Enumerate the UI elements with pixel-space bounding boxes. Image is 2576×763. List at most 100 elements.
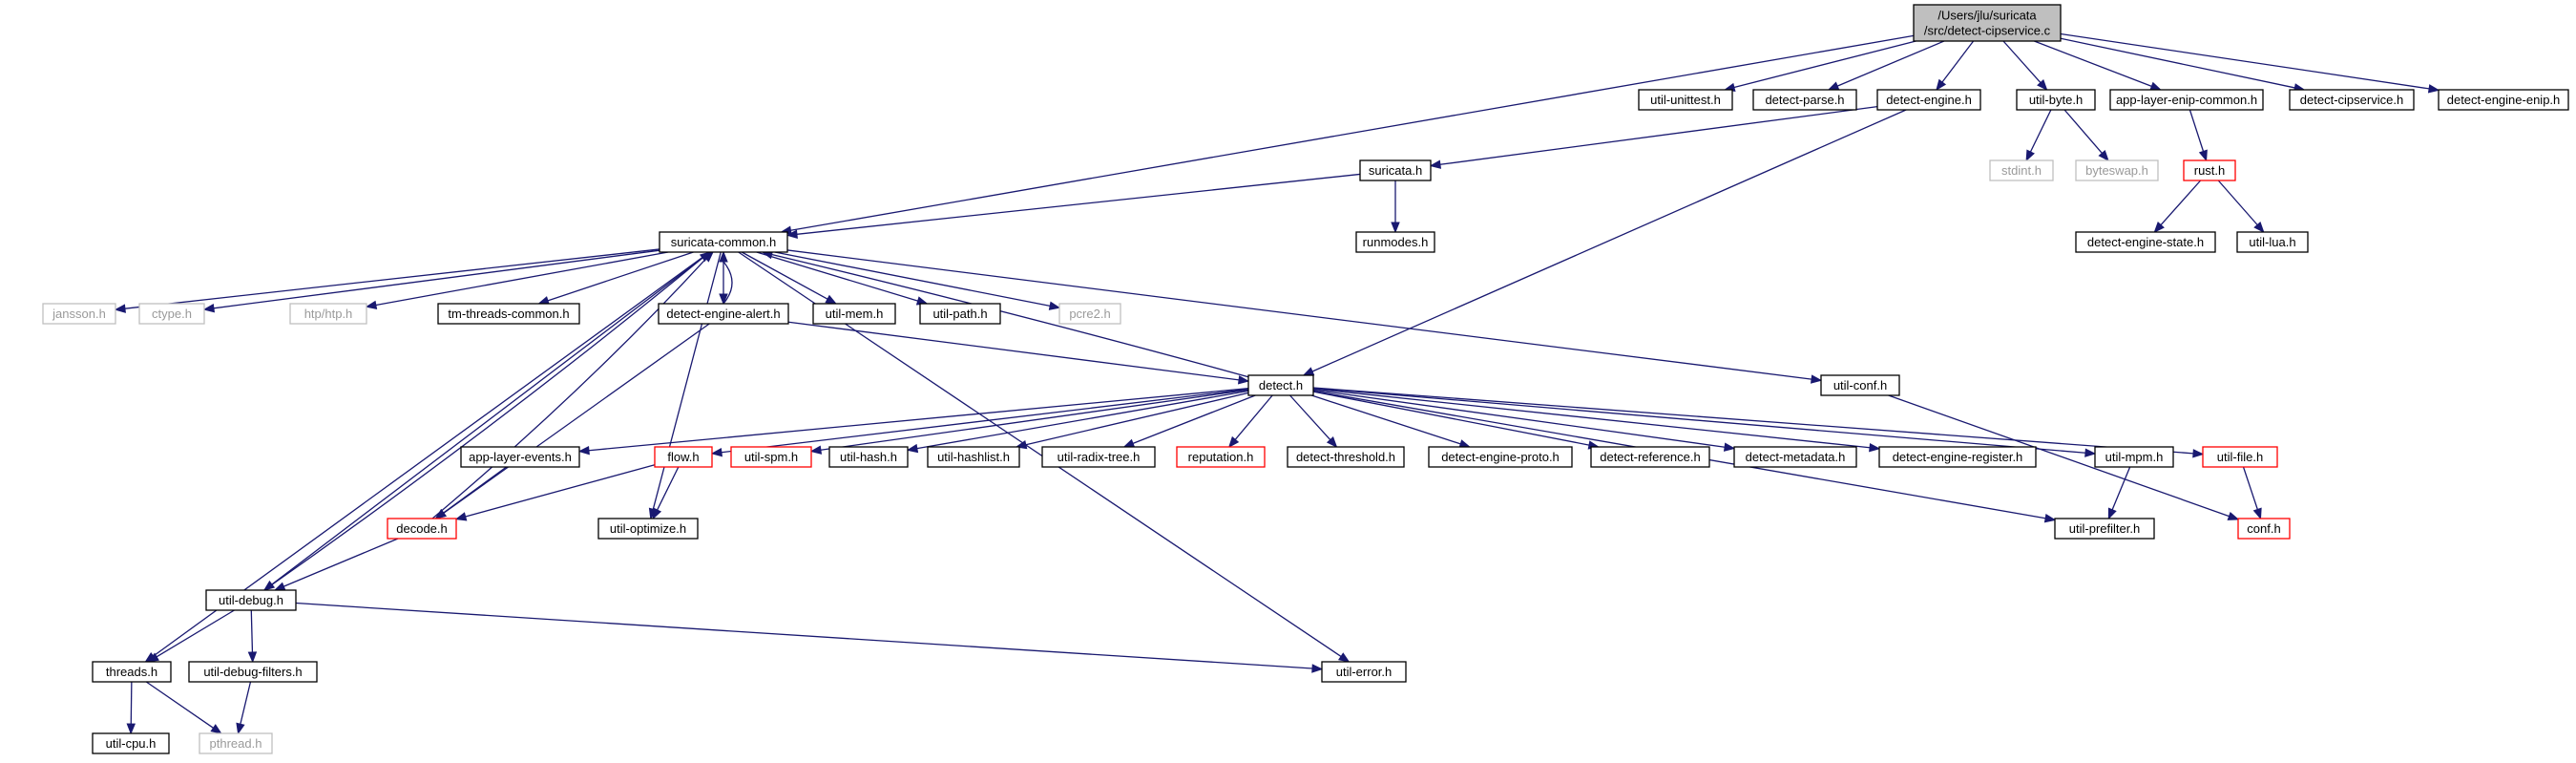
- node-dreg[interactable]: detect-engine-register.h: [1878, 446, 2037, 468]
- edge-root-to-common: [780, 34, 1915, 235]
- edge-line: [1289, 394, 1331, 441]
- edge-arrowhead: [365, 300, 378, 310]
- node-root[interactable]: /Users/jlu/suricata/src/detect-cipservic…: [1913, 4, 2062, 42]
- node-destate[interactable]: detect-engine-state.h: [2075, 231, 2216, 253]
- node-ctype[interactable]: ctype.h: [138, 303, 205, 325]
- node-decode[interactable]: decode.h: [387, 518, 457, 540]
- edge-detect-to-alevents: [577, 388, 1249, 456]
- node-dthreshold[interactable]: detect-threshold.h: [1287, 446, 1405, 468]
- node-ulua[interactable]: util-lua.h: [2236, 231, 2309, 253]
- edge-arrowhead: [1302, 367, 1315, 376]
- node-dmeta[interactable]: detect-metadata.h: [1733, 446, 1857, 468]
- node-box: [2438, 89, 2569, 111]
- node-uconf[interactable]: util-conf.h: [1820, 374, 1900, 396]
- node-umem[interactable]: util-mem.h: [812, 303, 896, 325]
- node-dparse[interactable]: detect-parse.h: [1752, 89, 1857, 111]
- node-label: util-debug.h: [219, 593, 283, 607]
- edge-arrowhead: [2084, 448, 2097, 457]
- node-denip[interactable]: detect-engine-enip.h: [2438, 89, 2569, 111]
- node-dcip[interactable]: detect-cipservice.h: [2289, 89, 2415, 111]
- node-uerror[interactable]: util-error.h: [1321, 661, 1407, 683]
- edge-line: [124, 248, 660, 309]
- node-uradix[interactable]: util-radix-tree.h: [1041, 446, 1156, 468]
- node-box: [42, 303, 116, 325]
- node-box: [1989, 159, 2054, 181]
- edge-root-to-dparse: [1827, 40, 1945, 91]
- node-tmthreads[interactable]: tm-threads-common.h: [437, 303, 580, 325]
- node-dengine[interactable]: detect-engine.h: [1876, 89, 1981, 111]
- edge-common-to-htp: [365, 251, 669, 310]
- edge-arrowhead: [1723, 442, 1736, 452]
- edge-arrowhead: [1391, 222, 1400, 234]
- node-upath[interactable]: util-path.h: [919, 303, 1001, 325]
- edge-line: [213, 249, 660, 309]
- node-alevents[interactable]: app-layer-events.h: [460, 446, 580, 468]
- node-uhashlist[interactable]: util-hashlist.h: [927, 446, 1020, 468]
- node-detect[interactable]: detect.h: [1247, 374, 1314, 396]
- edge-line: [250, 609, 254, 653]
- edge-line: [820, 389, 1249, 451]
- edge-root-to-enipc: [2034, 40, 2162, 91]
- edge-arrowhead: [785, 229, 798, 239]
- node-uhash[interactable]: util-hash.h: [828, 446, 909, 468]
- node-box: [1247, 374, 1314, 396]
- node-ufile[interactable]: util-file.h: [2202, 446, 2278, 468]
- node-label: ctype.h: [152, 307, 192, 321]
- node-uprefilter[interactable]: util-prefilter.h: [2054, 518, 2155, 540]
- node-udfilters[interactable]: util-debug-filters.h: [188, 661, 318, 683]
- node-uspm[interactable]: util-spm.h: [730, 446, 812, 468]
- edge-detect-to-dmeta: [1312, 389, 1736, 452]
- node-ucpu[interactable]: util-cpu.h: [92, 732, 170, 754]
- node-umpm[interactable]: util-mpm.h: [2094, 446, 2174, 468]
- node-pthread[interactable]: pthread.h: [199, 732, 273, 754]
- edge-line: [1888, 394, 2230, 518]
- node-label: util-spm.h: [744, 450, 798, 464]
- node-unittest[interactable]: util-unittest.h: [1638, 89, 1733, 111]
- node-suricata[interactable]: suricata.h: [1359, 159, 1432, 181]
- node-label: /Users/jlu/suricata: [1937, 9, 2037, 23]
- node-ubyte[interactable]: util-byte.h: [2016, 89, 2096, 111]
- node-common[interactable]: suricata-common.h: [659, 231, 788, 253]
- edge-line: [1312, 391, 1590, 446]
- node-pcre2[interactable]: pcre2.h: [1058, 303, 1121, 325]
- node-dref[interactable]: detect-reference.h: [1590, 446, 1710, 468]
- node-label: suricata.h: [1369, 163, 1422, 178]
- edge-line: [145, 681, 214, 729]
- node-box: [1733, 446, 1857, 468]
- node-box: [659, 231, 788, 253]
- node-dalert[interactable]: detect-engine-alert.h: [658, 303, 789, 325]
- edge-arrowhead: [202, 304, 216, 313]
- edge-detect-to-reputation: [1227, 394, 1273, 449]
- node-conf[interactable]: conf.h: [2237, 518, 2291, 540]
- node-flow[interactable]: flow.h: [654, 446, 713, 468]
- node-threads[interactable]: threads.h: [92, 661, 172, 683]
- edge-line: [2242, 466, 2258, 510]
- node-htp[interactable]: htp/htp.h: [289, 303, 367, 325]
- node-runmodes[interactable]: runmodes.h: [1355, 231, 1435, 253]
- edge-arrowhead: [2037, 79, 2048, 92]
- node-label: detect-reference.h: [1600, 450, 1701, 464]
- edge-ufile-to-conf: [2242, 466, 2262, 520]
- edge-detect-to-dproto: [1310, 394, 1472, 449]
- node-reputation[interactable]: reputation.h: [1176, 446, 1266, 468]
- node-rust[interactable]: rust.h: [2183, 159, 2236, 181]
- edge-line: [443, 466, 507, 514]
- node-label: detect-parse.h: [1765, 93, 1844, 107]
- node-dproto[interactable]: detect-engine-proto.h: [1428, 446, 1573, 468]
- node-label: detect-metadata.h: [1746, 450, 1846, 464]
- node-stdint[interactable]: stdint.h: [1989, 159, 2054, 181]
- node-jansson[interactable]: jansson.h: [42, 303, 116, 325]
- node-uopt[interactable]: util-optimize.h: [597, 518, 699, 540]
- edge-ubyte-to-stdint: [2025, 109, 2052, 162]
- edge-arrowhead: [2098, 149, 2109, 162]
- edge-arrowhead: [147, 652, 159, 663]
- edge-line: [741, 251, 828, 300]
- node-box: [597, 518, 699, 540]
- node-udebug[interactable]: util-debug.h: [205, 589, 297, 611]
- node-byteswap[interactable]: byteswap.h: [2075, 159, 2159, 181]
- node-label: detect-engine-enip.h: [2447, 93, 2561, 107]
- node-enipc[interactable]: app-layer-enip-common.h: [2109, 89, 2264, 111]
- node-box: [92, 732, 170, 754]
- edge-detect-to-uspm: [809, 389, 1249, 455]
- edge-arrowhead: [1311, 664, 1324, 673]
